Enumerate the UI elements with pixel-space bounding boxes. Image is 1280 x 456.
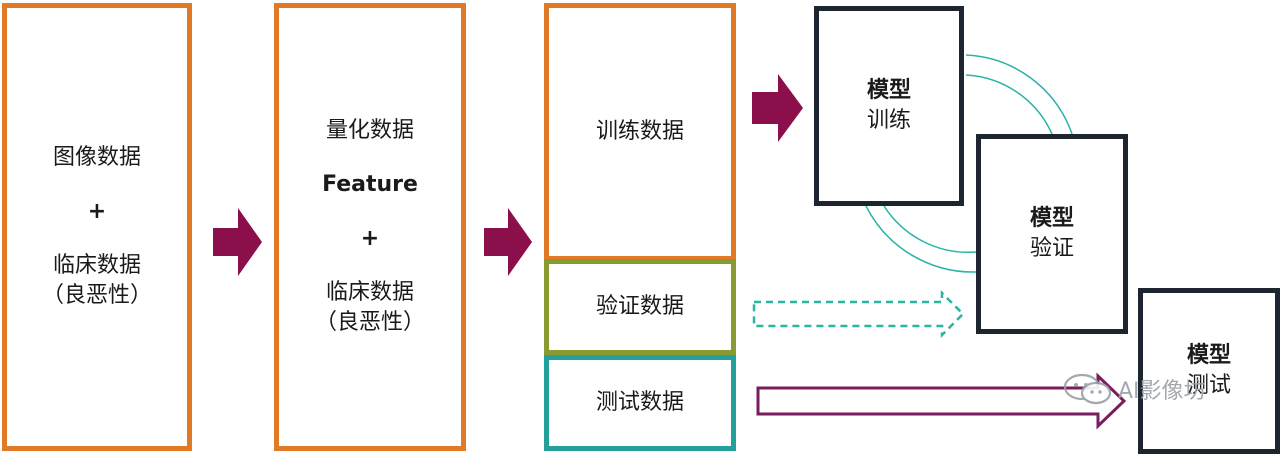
arc-middle <box>965 74 1053 135</box>
model-title: 模型 <box>1029 206 1074 231</box>
plus-label: + <box>360 226 380 251</box>
test-data-box: 测试数据 <box>544 355 736 451</box>
training-data-box: 训练数据 <box>544 3 736 261</box>
dashed-arrow-icon <box>752 289 965 339</box>
model-training-box: 模型 训练 <box>814 6 964 206</box>
quantified-data-label: 量化数据 <box>325 118 414 143</box>
arc-outer <box>965 54 1073 135</box>
arc-lower-inner <box>883 205 977 254</box>
benign-malignant-label: （良恶性） <box>41 283 152 308</box>
arrow-right-icon <box>213 208 262 276</box>
model-training-label: 训练 <box>866 108 911 133</box>
model-title: 模型 <box>866 78 911 103</box>
test-data-label: 测试数据 <box>595 390 684 415</box>
image-data-label: 图像数据 <box>52 145 141 170</box>
watermark: AI影像坊 <box>1062 372 1206 406</box>
model-validation-label: 验证 <box>1029 236 1074 261</box>
model-testing-label: 测试 <box>1186 373 1231 398</box>
image-clinical-data-box: 图像数据 + 临床数据 （良恶性） <box>2 3 192 451</box>
clinical-data-label: 临床数据 <box>52 253 141 278</box>
clinical-data-label: 临床数据 <box>325 280 414 305</box>
validation-data-box: 验证数据 <box>544 259 736 355</box>
arrow-right-icon <box>752 74 803 142</box>
model-title: 模型 <box>1186 343 1231 368</box>
model-testing-box: 模型 测试 <box>1138 288 1280 454</box>
plus-label: + <box>87 199 107 224</box>
arrow-right-icon <box>484 208 532 276</box>
training-data-label: 训练数据 <box>595 119 684 144</box>
quantified-feature-box: 量化数据 Feature + 临床数据 （良恶性） <box>274 3 466 451</box>
validation-data-label: 验证数据 <box>595 294 684 319</box>
watermark-text: AI影像坊 <box>1118 379 1206 404</box>
arc-lower-outer <box>865 205 977 273</box>
feature-label: Feature <box>322 172 418 197</box>
model-validation-box: 模型 验证 <box>976 134 1128 334</box>
benign-malignant-label: （良恶性） <box>314 310 425 335</box>
wechat-icon <box>1063 373 1112 405</box>
